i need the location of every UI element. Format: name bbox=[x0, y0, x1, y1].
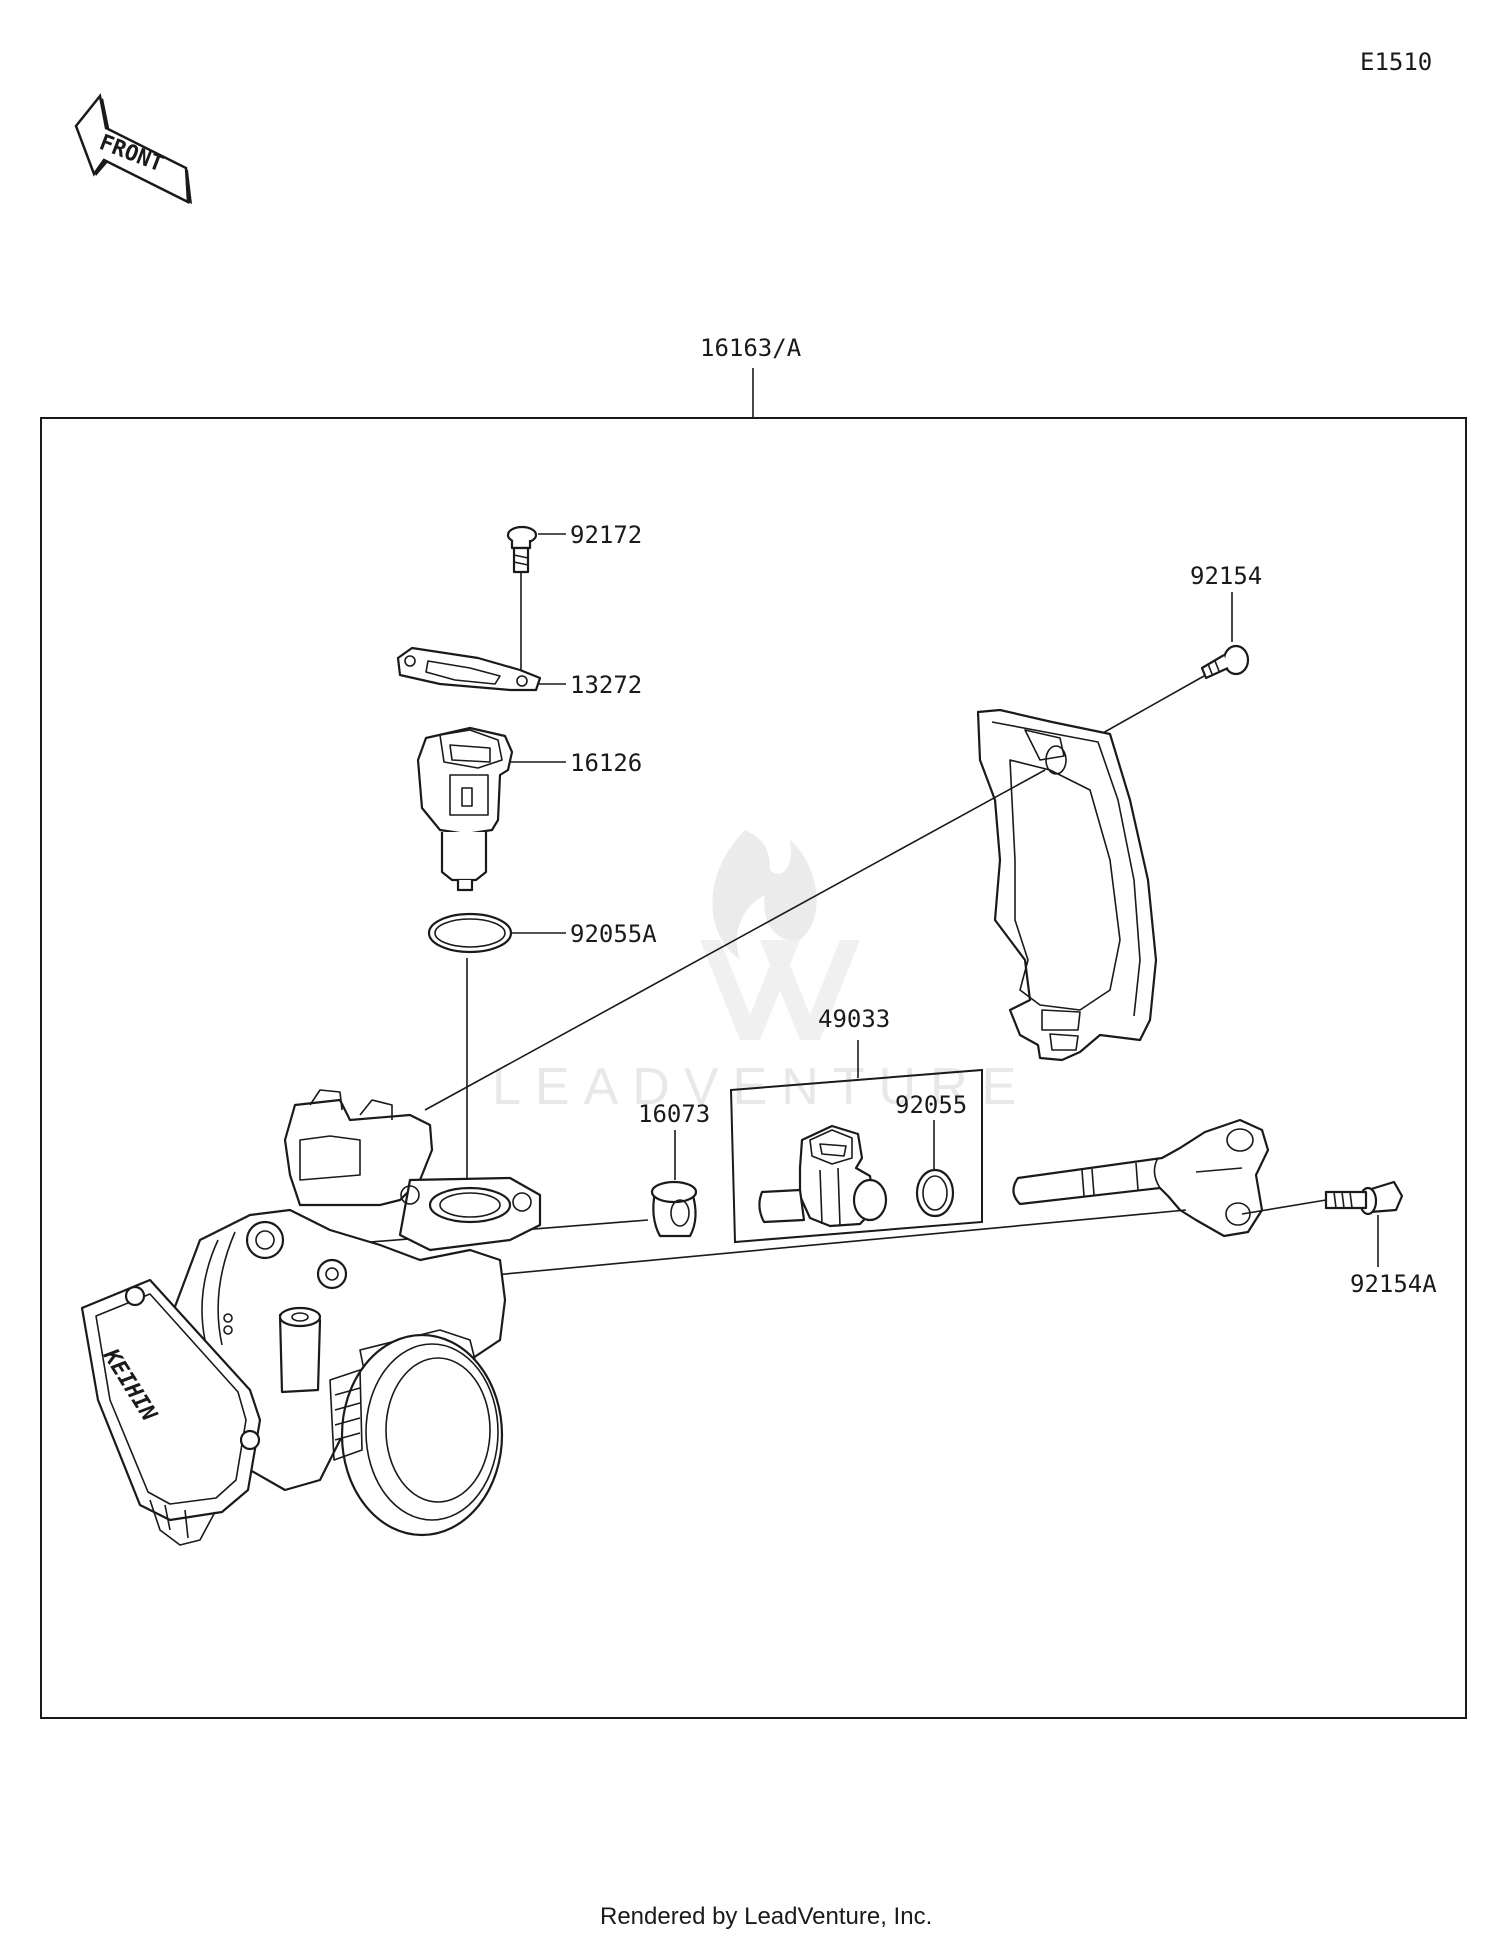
watermark-flame-icon bbox=[700, 830, 860, 1040]
label-92055A: 92055A bbox=[570, 920, 657, 948]
fuel-injector bbox=[758, 1124, 888, 1228]
footer-credit: Rendered by LeadVenture, Inc. bbox=[600, 1903, 932, 1930]
screw-92154: 92154 bbox=[1190, 562, 1262, 680]
label-92154A: 92154A bbox=[1350, 1270, 1437, 1298]
throttle-body: KEIHIN bbox=[80, 1089, 542, 1546]
gasket-13272: 13272 bbox=[396, 646, 642, 699]
oring-92055 bbox=[915, 1168, 955, 1218]
diagram-code: E1510 bbox=[1360, 48, 1432, 76]
oring-92055A: 92055A bbox=[427, 912, 657, 954]
grommet-16073: 16073 bbox=[638, 1100, 710, 1238]
label-16126: 16126 bbox=[570, 749, 642, 777]
label-16073: 16073 bbox=[638, 1100, 710, 1128]
label-49033: 49033 bbox=[818, 1005, 890, 1033]
bolt-92154A: 92154A bbox=[1324, 1180, 1437, 1298]
label-16163A: 16163/A bbox=[700, 334, 802, 362]
watermark-text: LEADVENTURE bbox=[492, 1058, 1030, 1116]
injector-assembly-49033: 49033 92055 bbox=[729, 1005, 983, 1244]
label-92154: 92154 bbox=[1190, 562, 1262, 590]
label-92172: 92172 bbox=[570, 521, 642, 549]
front-arrow-icon: FRONT bbox=[74, 93, 192, 205]
label-13272: 13272 bbox=[570, 671, 642, 699]
injector-kit-frame bbox=[729, 1068, 983, 1244]
watermark: LEADVENTURE bbox=[492, 830, 1030, 1116]
sensor-16126: 16126 bbox=[416, 726, 642, 892]
assembly-callout: 16163/A bbox=[40, 334, 1467, 1719]
label-92055: 92055 bbox=[895, 1091, 967, 1119]
cover-bracket bbox=[976, 708, 1158, 1062]
screw-92172: 92172 bbox=[506, 521, 642, 574]
delivery-pipe bbox=[1012, 1118, 1270, 1238]
